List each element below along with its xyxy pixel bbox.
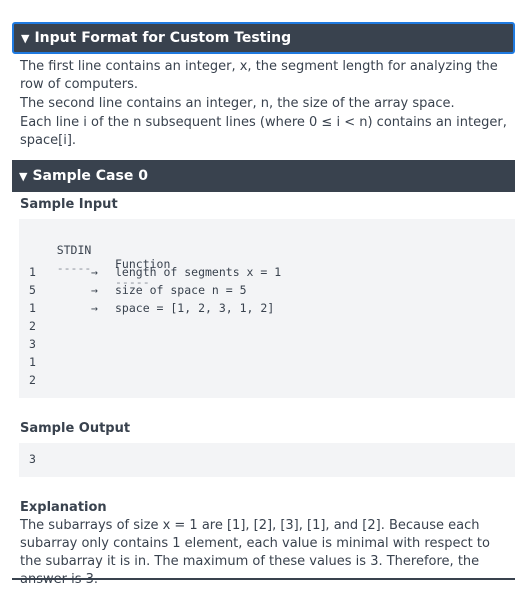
input-format-line-2: The second line contains an integer, n, … — [20, 96, 455, 111]
input-format-line-1: The first line contains an integer, x, t… — [20, 59, 498, 92]
dash-function: ----- — [115, 275, 150, 289]
arrow-icon: → — [91, 265, 98, 279]
col-header-row: STDIN Function — [29, 229, 171, 285]
input-row: 1 → length of segments x = 1 — [29, 265, 281, 279]
sample-input-label: Sample Input — [20, 197, 118, 212]
input-row: 3 — [29, 337, 36, 351]
arrow-icon: → — [91, 283, 98, 297]
input-format-title: Input Format for Custom Testing — [34, 30, 292, 46]
input-row: 2 — [29, 373, 36, 387]
input-row-stdin: 3 — [29, 337, 36, 351]
input-format-header[interactable]: ▼ Input Format for Custom Testing — [12, 22, 515, 54]
input-format-line-3: Each line i of the n subsequent lines (w… — [20, 115, 507, 148]
sample-case-title: Sample Case 0 — [32, 168, 148, 184]
input-row-stdin: 1 — [29, 265, 36, 279]
bottom-divider — [12, 578, 515, 580]
sample-input-block: STDIN Function ----- ----- 1 → length of s… — [19, 219, 515, 398]
explanation-label: Explanation — [20, 500, 107, 515]
input-row: 1 — [29, 355, 36, 369]
input-row-stdin: 2 — [29, 319, 36, 333]
arrow-icon: → — [91, 301, 98, 315]
sample-case-header[interactable]: ▼ Sample Case 0 — [12, 160, 515, 192]
triangle-down-icon: ▼ — [19, 169, 28, 183]
input-row: 2 — [29, 319, 36, 333]
input-row-stdin: 2 — [29, 373, 36, 387]
col-header-function: Function — [115, 257, 171, 271]
input-row-function: size of space n = 5 — [115, 283, 247, 297]
input-row-function: length of segments x = 1 — [115, 265, 282, 279]
input-row-function: space = [1, 2, 3, 1, 2] — [115, 301, 275, 315]
sample-output-block: 3 — [19, 443, 515, 477]
dash-row: ----- ----- — [29, 247, 150, 303]
input-row: 5 → size of space n = 5 — [29, 283, 247, 297]
input-format-description: The first line contains an integer, x, t… — [20, 58, 510, 151]
col-header-stdin: STDIN — [56, 243, 92, 257]
input-row-stdin: 1 — [29, 355, 36, 369]
output-value: 3 — [29, 452, 36, 466]
dash-stdin: ----- — [56, 261, 92, 275]
triangle-down-icon: ▼ — [21, 31, 30, 45]
input-row-stdin: 1 — [29, 301, 36, 315]
sample-output-label: Sample Output — [20, 421, 131, 436]
input-row: 1 → space = [1, 2, 3, 1, 2] — [29, 301, 274, 315]
input-row-stdin: 5 — [29, 283, 36, 297]
